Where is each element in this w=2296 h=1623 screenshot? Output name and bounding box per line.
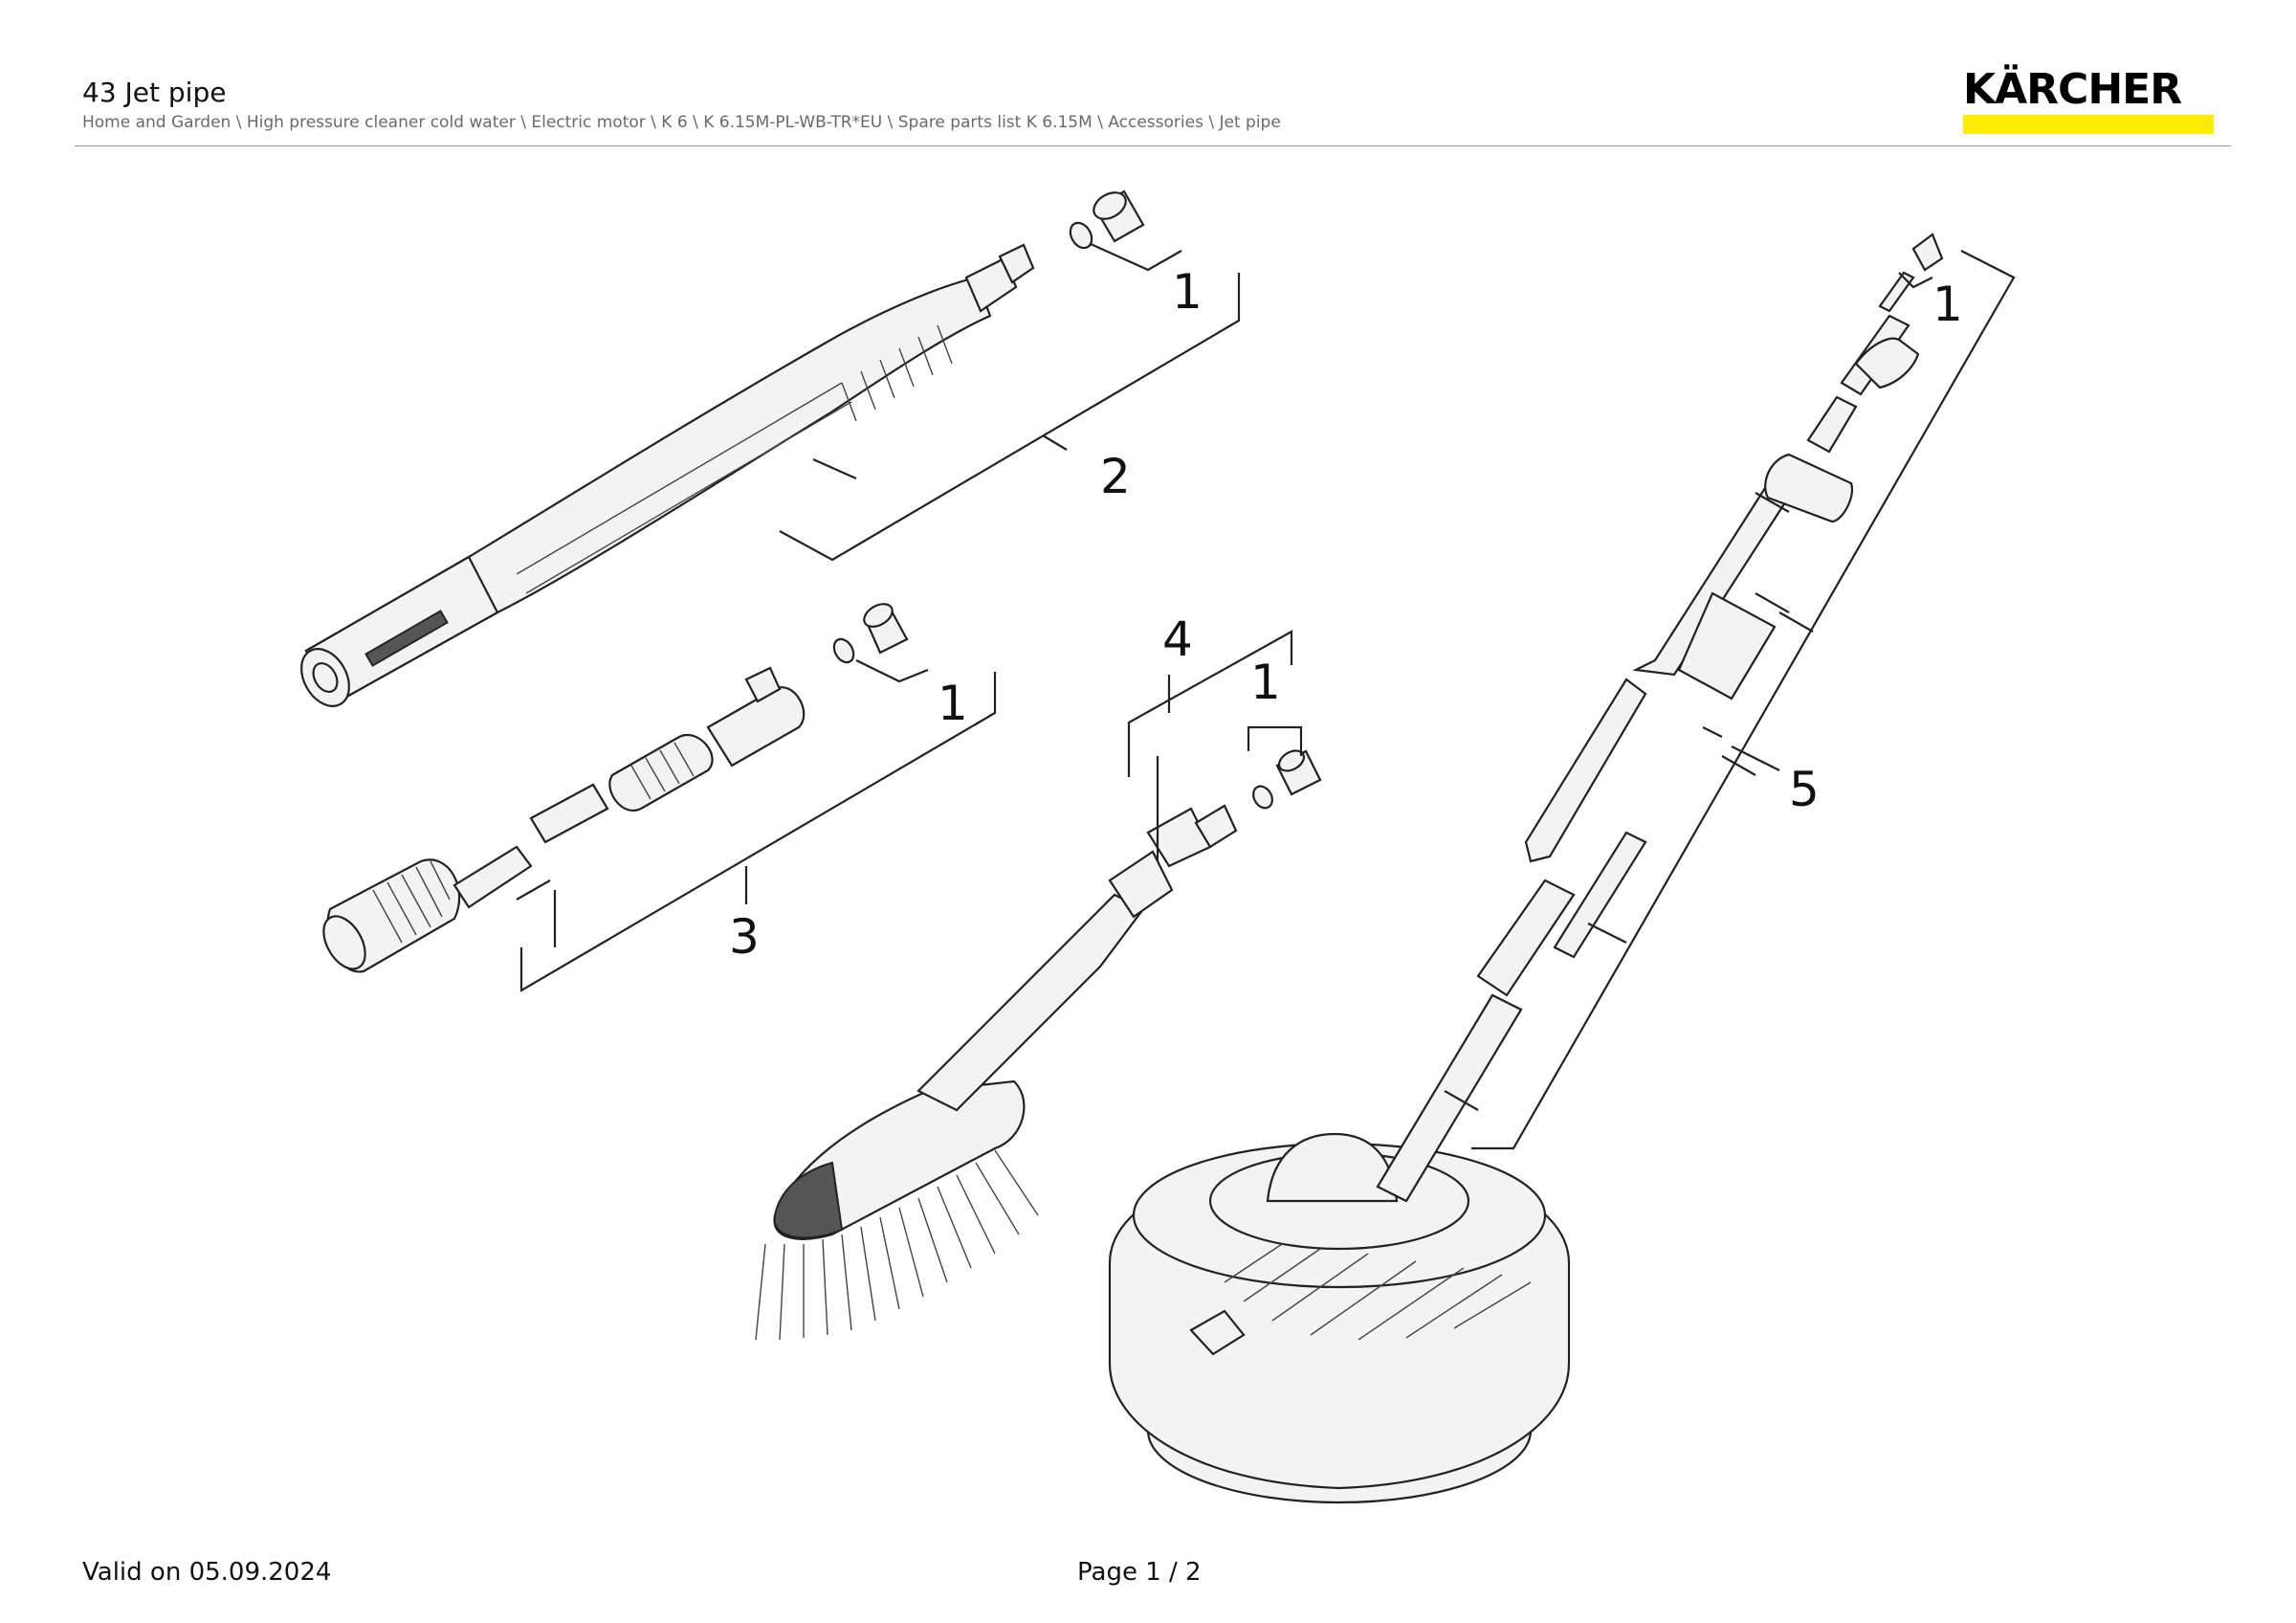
- logo-yellow-bar: [1963, 115, 2214, 134]
- callout-3: 3: [729, 909, 760, 965]
- callout-1-top: 1: [1172, 264, 1203, 320]
- leader-lines-group-3: [516, 659, 997, 992]
- leader-lines-group-1: [779, 242, 1241, 562]
- header-divider: [75, 145, 2231, 146]
- part-5-patio-cleaner: [1108, 233, 1944, 1504]
- page-number: Page 1 / 2: [1077, 1558, 1202, 1587]
- callout-1-lower: 1: [1250, 655, 1281, 710]
- part-3-rotor-nozzle: [322, 603, 909, 973]
- brush-bristles: [755, 1149, 1039, 1341]
- page-title: 43 Jet pipe: [82, 77, 227, 108]
- leader-lines-group-4: [1127, 630, 1303, 861]
- callout-1-right: 1: [1932, 277, 1963, 332]
- karcher-logo: KÄRCHER: [1963, 67, 2214, 138]
- callout-1-middle: 1: [938, 676, 968, 731]
- breadcrumb: Home and Garden \ High pressure cleaner …: [82, 113, 1281, 132]
- callout-2: 2: [1100, 449, 1131, 504]
- validity-date: Valid on 05.09.2024: [82, 1558, 332, 1587]
- part-4-wash-brush: [755, 749, 1322, 1341]
- part-2-spray-handle: [300, 189, 1145, 707]
- cleaner-ribs: [1224, 1243, 1532, 1341]
- logo-wordmark: KÄRCHER: [1963, 65, 2182, 114]
- callout-4: 4: [1162, 611, 1193, 667]
- leader-lines-group-5: [1444, 250, 2016, 1150]
- callout-5: 5: [1789, 762, 1820, 817]
